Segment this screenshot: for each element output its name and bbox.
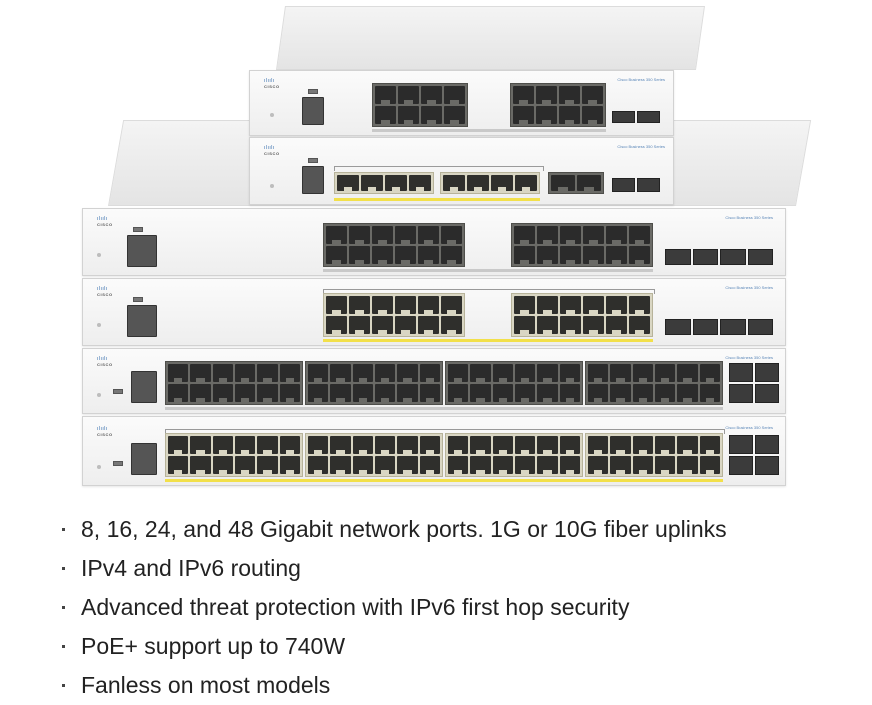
- usb-port-icon: [133, 297, 143, 302]
- port-block: [445, 361, 583, 405]
- sfp-uplink-ports: [665, 319, 773, 335]
- series-label: Cisco Business 350 Series: [725, 285, 773, 290]
- bullet-icon: [62, 684, 65, 687]
- port-label-strip: [165, 407, 723, 410]
- feature-text: PoE+ support up to 740W: [81, 633, 346, 659]
- chassis-top-small: [276, 6, 705, 70]
- poe-bracket: [323, 289, 655, 294]
- poe-port-block: [323, 293, 465, 337]
- usb-port-icon: [113, 461, 123, 466]
- poe-label-strip: [323, 339, 653, 342]
- switch-8-port-poe: ılıılı CISCO Cisco Business 350 Series: [249, 137, 674, 205]
- led-indicator-icon: [97, 465, 101, 469]
- feature-list: 8, 16, 24, and 48 Gigabit network ports.…: [60, 510, 727, 705]
- sfp-uplink-ports: [665, 249, 773, 265]
- series-label: Cisco Business 350 Series: [725, 355, 773, 360]
- feature-item: PoE+ support up to 740W: [60, 627, 727, 666]
- bullet-icon: [62, 606, 65, 609]
- poe-port-block: [585, 433, 723, 477]
- usb-port-icon: [133, 227, 143, 232]
- sfp-uplink-ports: [729, 363, 779, 403]
- console-port-icon: [131, 371, 157, 403]
- poe-bracket: [165, 429, 725, 434]
- poe-port-block: [165, 433, 303, 477]
- led-indicator-icon: [270, 184, 274, 188]
- feature-item: 8, 16, 24, and 48 Gigabit network ports.…: [60, 510, 727, 549]
- poe-port-block: [334, 172, 434, 194]
- bullet-icon: [62, 567, 65, 570]
- switch-48-port-poe: ılıılı CISCO Cisco Business 350 Series: [82, 416, 786, 486]
- cisco-logo: ılıılı CISCO: [264, 145, 280, 156]
- switch-24-port: ılıılı CISCO Cisco Business 350 Series: [82, 208, 786, 276]
- console-port-icon: [302, 97, 324, 125]
- feature-text: Advanced threat protection with IPv6 fir…: [81, 594, 630, 620]
- feature-text: Fanless on most models: [81, 672, 331, 698]
- led-indicator-icon: [270, 113, 274, 117]
- port-block: [323, 223, 465, 267]
- sfp-uplink-ports: [729, 435, 779, 475]
- series-label: Cisco Business 350 Series: [617, 144, 665, 149]
- poe-label-strip: [165, 479, 723, 482]
- port-block: [305, 361, 443, 405]
- series-label: Cisco Business 350 Series: [725, 425, 773, 430]
- cisco-logo: ılıılı CISCO: [97, 356, 113, 367]
- port-block: [165, 361, 303, 405]
- feature-item: IPv4 and IPv6 routing: [60, 549, 727, 588]
- switch-24-port-poe: ılıılı CISCO Cisco Business 350 Series: [82, 278, 786, 346]
- led-indicator-icon: [97, 253, 101, 257]
- led-indicator-icon: [97, 393, 101, 397]
- bullet-icon: [62, 645, 65, 648]
- console-port-icon: [131, 443, 157, 475]
- feature-item: Advanced threat protection with IPv6 fir…: [60, 588, 727, 627]
- console-port-icon: [127, 305, 157, 337]
- bullet-icon: [62, 528, 65, 531]
- sfp-uplink-ports: [612, 178, 660, 192]
- port-block: [510, 83, 606, 127]
- switch-48-port: ılıılı CISCO Cisco Business 350 Series: [82, 348, 786, 414]
- led-indicator-icon: [97, 323, 101, 327]
- feature-text: IPv4 and IPv6 routing: [81, 555, 301, 581]
- port-label-strip: [372, 129, 606, 132]
- console-port-icon: [302, 166, 324, 194]
- poe-port-block: [440, 172, 540, 194]
- sfp-uplink-ports: [612, 111, 660, 123]
- usb-port-icon: [308, 89, 318, 94]
- port-block: [511, 223, 653, 267]
- port-block: [372, 83, 468, 127]
- series-label: Cisco Business 350 Series: [617, 77, 665, 82]
- feature-text: 8, 16, 24, and 48 Gigabit network ports.…: [81, 516, 727, 542]
- console-port-icon: [127, 235, 157, 267]
- poe-port-block: [511, 293, 653, 337]
- cisco-logo: ılıılı CISCO: [264, 78, 280, 89]
- cisco-logo: ılıılı CISCO: [97, 286, 113, 297]
- port-block: [548, 172, 604, 194]
- poe-port-block: [445, 433, 583, 477]
- port-block: [585, 361, 723, 405]
- port-label-strip: [323, 269, 653, 272]
- usb-port-icon: [308, 158, 318, 163]
- poe-port-block: [305, 433, 443, 477]
- series-label: Cisco Business 350 Series: [725, 215, 773, 220]
- poe-bracket: [334, 166, 544, 171]
- cisco-logo: ılıılı CISCO: [97, 426, 113, 437]
- switch-8-port: ılıılı CISCO Cisco Business 350 Series: [249, 70, 674, 136]
- product-photo: ılıılı CISCO Cisco Business 350 Series ı…: [82, 6, 812, 486]
- usb-port-icon: [113, 389, 123, 394]
- cisco-logo: ılıılı CISCO: [97, 216, 113, 227]
- poe-label-strip: [334, 198, 540, 201]
- feature-item: Fanless on most models: [60, 666, 727, 705]
